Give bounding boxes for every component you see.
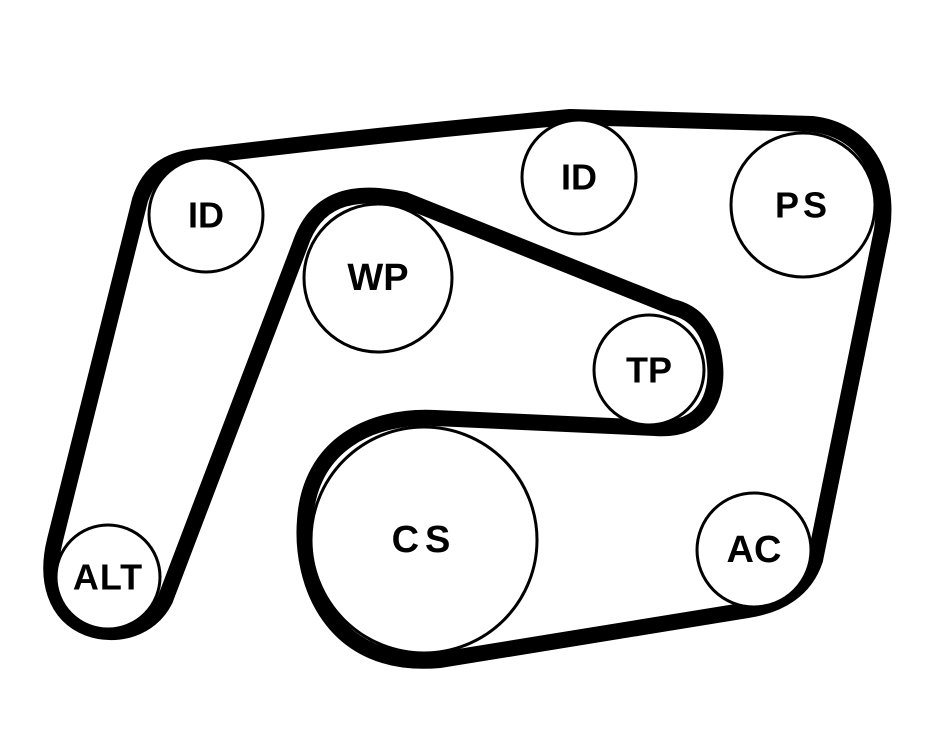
pulley-tp-label: TP <box>626 350 672 391</box>
pulley-id-left: ID <box>147 156 265 274</box>
pulley-tp: TP <box>592 313 706 427</box>
serpentine-belt <box>43 109 892 669</box>
pulley-ps-label: PS <box>775 185 831 226</box>
pulley-cs: CS <box>309 425 539 655</box>
pulley-wp: WP <box>302 202 454 354</box>
pulley-id-top: ID <box>520 118 638 236</box>
pulley-cs-label: CS <box>392 519 457 561</box>
pulley-wp-label: WP <box>347 257 408 299</box>
pulley-id-left-label: ID <box>188 195 224 236</box>
pulley-id-top-label: ID <box>561 157 597 198</box>
pulley-alt: ALT <box>54 523 162 631</box>
pulley-alt-label: ALT <box>73 557 143 598</box>
pulley-ac-label: AC <box>727 529 782 571</box>
pulley-ac: AC <box>695 491 813 609</box>
pulley-ps: PS <box>729 131 877 279</box>
